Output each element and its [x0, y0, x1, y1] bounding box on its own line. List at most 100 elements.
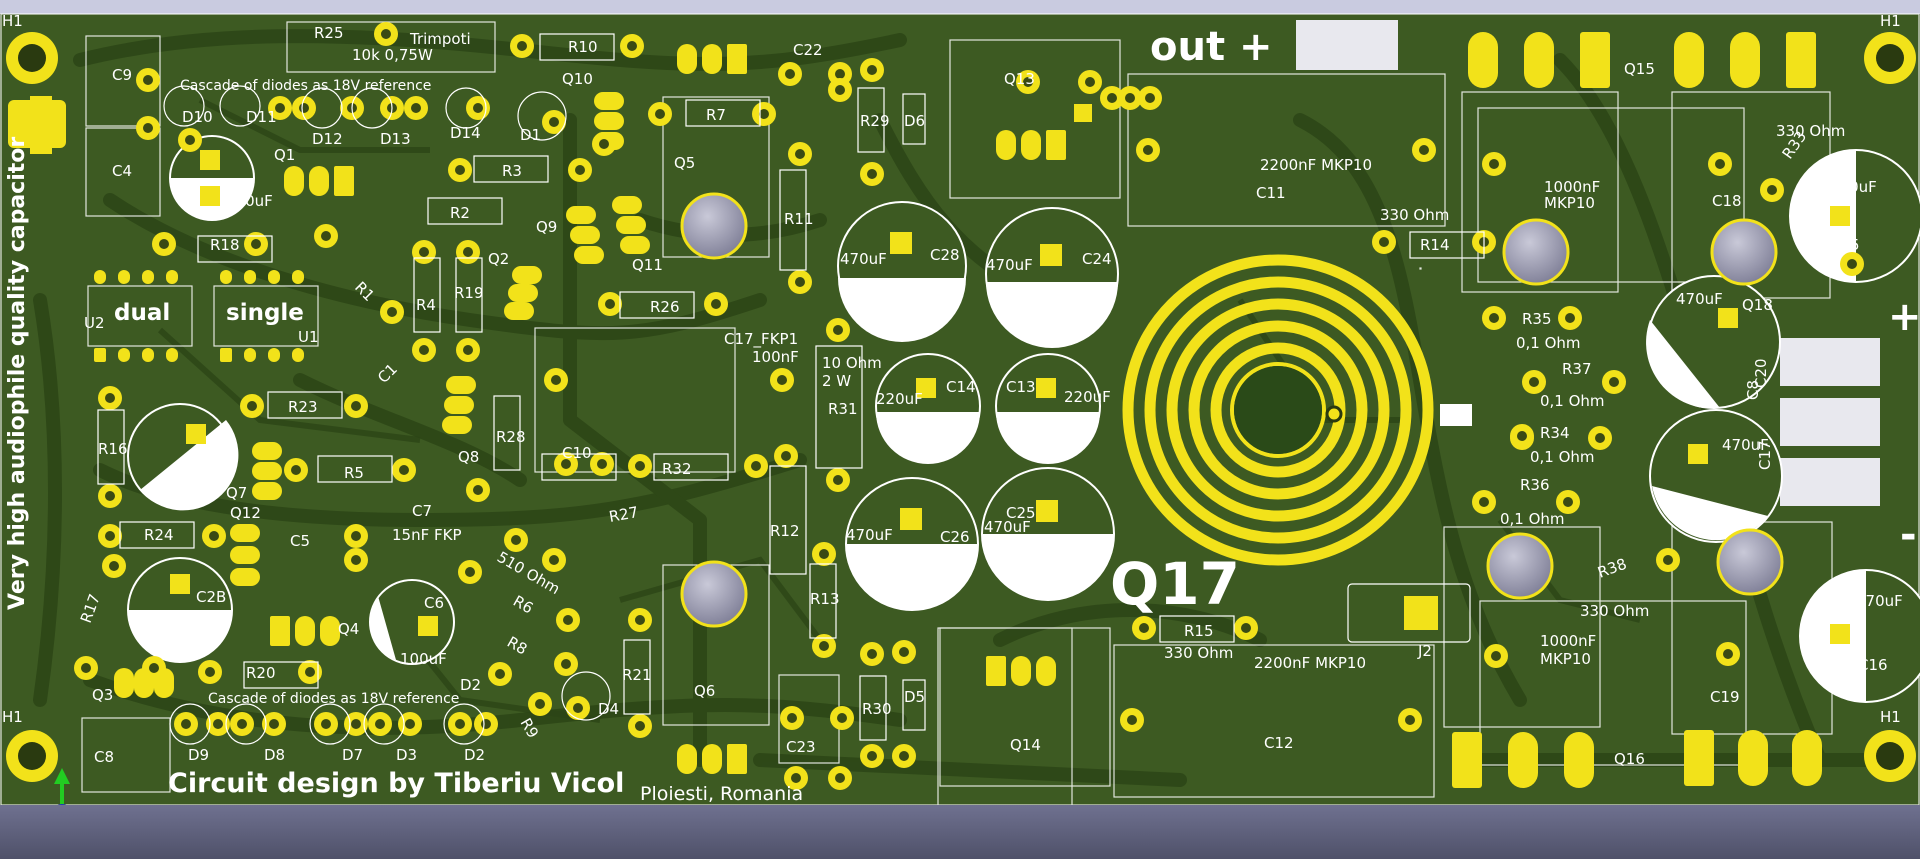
pad-drill: [711, 299, 721, 309]
pad-drill: [1563, 497, 1573, 507]
board-minus-sign: -: [1900, 512, 1917, 558]
q12-pads: [230, 524, 260, 586]
label-q7: Q7: [226, 484, 247, 502]
label-c28: C28: [930, 246, 960, 264]
pad-drill: [655, 109, 665, 119]
pad-drill: [1609, 377, 1619, 387]
trimpot-value-text: 10k 0,75W: [352, 46, 433, 64]
label-r27: R27: [608, 503, 640, 526]
pad-drill: [1479, 497, 1489, 507]
pad-drill: [275, 103, 285, 113]
pad-drill: [1405, 715, 1415, 725]
pad-drill: [419, 247, 429, 257]
label-c17fkp: C17_FKP1: [724, 330, 798, 349]
label-d13: D13: [380, 130, 411, 148]
label-q13: Q13: [1004, 70, 1035, 88]
label-d14: D14: [450, 124, 481, 142]
label-r29: R29: [860, 112, 890, 130]
label-u2: U2: [84, 314, 105, 332]
pad-drill: [321, 231, 331, 241]
cap-c28: [837, 201, 967, 342]
pad-drill: [185, 135, 195, 145]
label-r35-val: 0,1 Ohm: [1516, 334, 1581, 352]
label-c17: C17: [1756, 440, 1774, 470]
power-transistor-pads: [8, 32, 1822, 788]
pad-drill: [573, 703, 583, 713]
u1-pins: [220, 270, 304, 362]
label-r31-val2: 2 W: [822, 372, 851, 390]
pad-drill: [1489, 159, 1499, 169]
label-r18: R18: [210, 236, 240, 254]
pad-drill: [819, 549, 829, 559]
location-text: Ploiesti, Romania: [640, 783, 803, 805]
right-connectors: [1296, 20, 1880, 506]
cap-q18: [1646, 275, 1781, 409]
pad-drill: [351, 401, 361, 411]
label-r16: R16: [98, 440, 128, 458]
label-q14: Q14: [1010, 736, 1041, 754]
cascade-bottom-text: Cascade of diodes as 18V reference: [208, 691, 459, 707]
mounting-through-holes: [680, 192, 1784, 628]
label-q18-val: 470uF: [1676, 290, 1723, 308]
corner-mounting-holes: [6, 32, 1916, 782]
label-c19a-val1: 1000nF: [1540, 632, 1596, 650]
pad-drill: [835, 69, 845, 79]
pad-drill: [599, 139, 609, 149]
pad-drill: [351, 531, 361, 541]
pad-drill: [833, 325, 843, 335]
label-d1: D1: [520, 126, 541, 144]
label-q3: Q3: [92, 686, 113, 704]
cap-c24: [985, 207, 1119, 348]
pad-drill: [1127, 715, 1137, 725]
pad-drill: [387, 307, 397, 317]
cap-c15: [1789, 149, 1920, 283]
label-q11: Q11: [632, 256, 663, 274]
label-r37: R37: [1562, 360, 1592, 378]
label-d2a: D2: [460, 676, 481, 694]
pad-drill: [1491, 651, 1501, 661]
pad-drill: [1663, 555, 1673, 565]
pad-drill: [899, 751, 909, 761]
label-c24-val: 470uF: [986, 256, 1033, 274]
label-q18: Q18: [1742, 296, 1773, 314]
pad-drill: [473, 103, 483, 113]
pad-drill: [247, 401, 257, 411]
q17-label: Q17: [1110, 550, 1240, 618]
dual-text: dual: [114, 300, 170, 326]
pad-drill: [785, 69, 795, 79]
label-r38-val: 330 Ohm: [1580, 602, 1649, 620]
pad-drill: [465, 567, 475, 577]
label-d3: D3: [396, 746, 417, 764]
pad-drill: [867, 751, 877, 761]
label-r33-val: 330 Ohm: [1776, 122, 1845, 140]
label-c13-val: 220uF: [1064, 388, 1111, 406]
pad-drill: [455, 165, 465, 175]
label-r7: R7: [706, 106, 726, 124]
mount-hole-tl: [6, 32, 58, 84]
pad-drill: [751, 461, 761, 471]
pad-drill: [1139, 623, 1149, 633]
pad-drill: [1241, 623, 1251, 633]
label-c18a-val2: MKP10: [1544, 194, 1595, 212]
vertical-note: Very high audiophile quality capacitor: [5, 137, 30, 610]
pad-drill: [1489, 313, 1499, 323]
q8-pads: [442, 376, 476, 434]
cap-c17: [1649, 409, 1783, 543]
label-d6: D6: [904, 112, 925, 130]
label-r14-val: 330 Ohm: [1380, 206, 1449, 224]
pad-drill: [105, 531, 115, 541]
label-u1: U1: [298, 328, 319, 346]
cap-c6: [369, 579, 455, 665]
label-c26: C26: [940, 528, 970, 546]
label-r23: R23: [288, 398, 318, 416]
label-d8: D8: [264, 746, 285, 764]
u2-pins: [94, 270, 178, 362]
label-c19: C19: [1710, 688, 1740, 706]
q11-pads: [612, 196, 650, 254]
pad-drill: [635, 721, 645, 731]
viewer-top-bar: [0, 0, 1920, 14]
mount-hole-tr: [1864, 32, 1916, 84]
label-h1-tl: H1: [2, 12, 23, 30]
label-r13: R13: [810, 590, 840, 608]
